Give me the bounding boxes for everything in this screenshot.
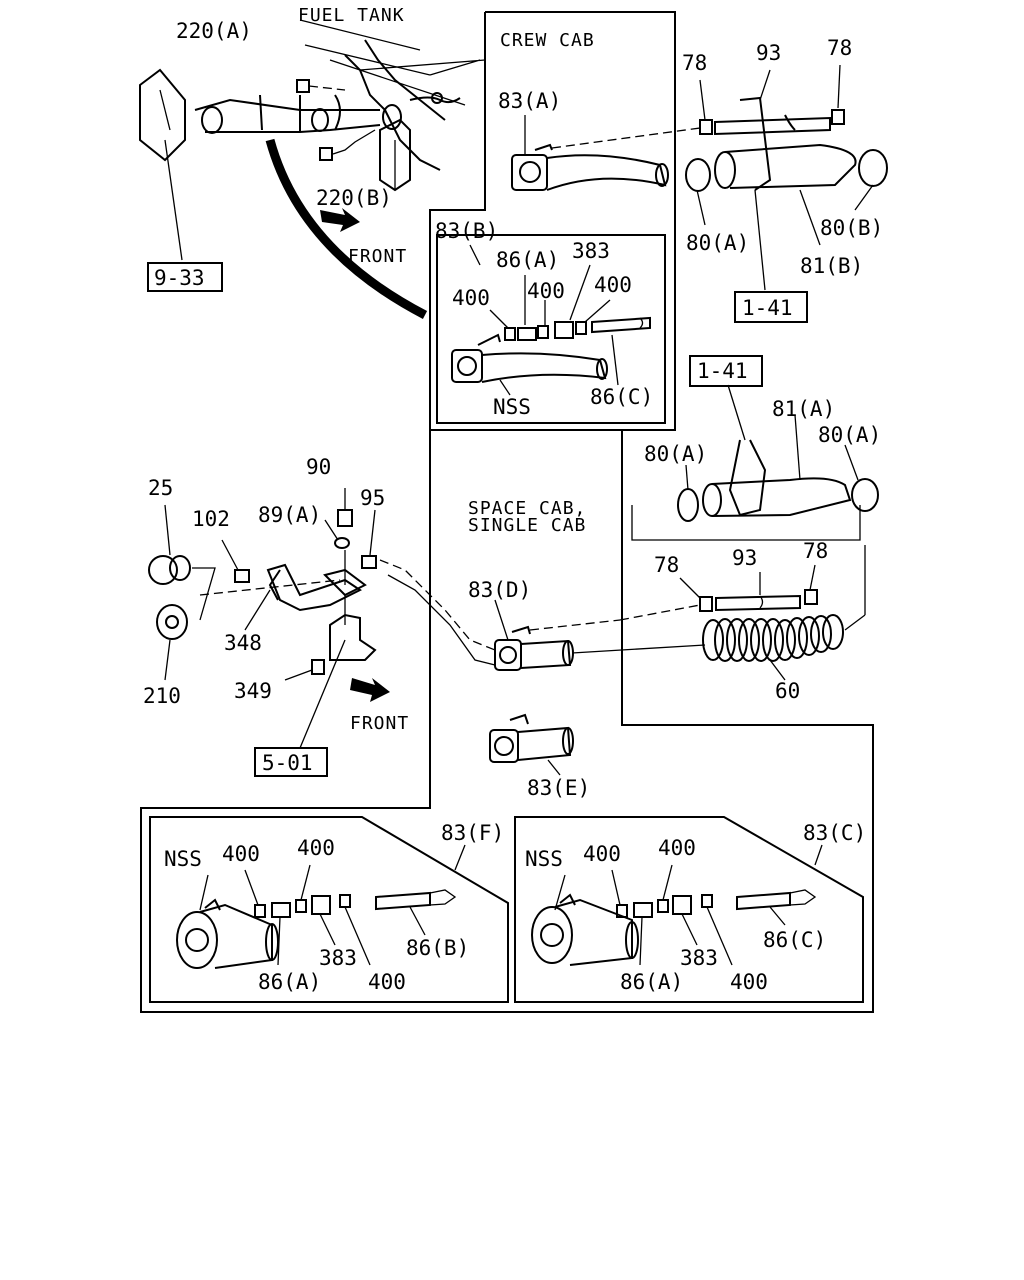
detail-83f — [176, 844, 466, 969]
label-83f: 83(F) — [441, 821, 504, 845]
label-400-83b-2: 400 — [527, 279, 565, 303]
label-83e: 83(E) — [527, 776, 590, 800]
front-label-mid: FRONT — [350, 713, 409, 734]
label-86b-83f: 86(B) — [406, 936, 469, 960]
space-cab-parts — [379, 545, 866, 776]
label-383-83f: 383 — [319, 946, 357, 970]
section-frames — [140, 11, 874, 1013]
label-210: 210 — [143, 684, 181, 708]
label-nss-83f: NSS — [164, 847, 202, 871]
label-78-space-right: 78 — [803, 539, 828, 563]
front-label-top: FRONT — [348, 246, 407, 267]
label-400-83b-3: 400 — [594, 273, 632, 297]
heading-fuel-tank: FUEL TANK — [298, 5, 405, 26]
label-383-83c: 383 — [680, 946, 718, 970]
label-nss-83b: NSS — [493, 395, 531, 419]
label-nss-83c: NSS — [525, 847, 563, 871]
text-labels: FUEL TANK CREW CAB SPACE CAB, SINGLE CAB… — [143, 5, 883, 994]
ref-1-41-crew: 1-41 — [742, 296, 793, 320]
label-400-83b-1: 400 — [452, 286, 490, 310]
label-81b: 81(B) — [800, 254, 863, 278]
crew-cab-parts — [511, 64, 888, 291]
label-400-83f-2: 400 — [297, 836, 335, 860]
pipe-81a-area — [677, 384, 879, 522]
label-80a-crew: 80(A) — [686, 231, 749, 255]
label-25: 25 — [148, 476, 173, 500]
label-400-83c-2: 400 — [658, 836, 696, 860]
label-86a-83c: 86(A) — [620, 970, 683, 994]
label-95: 95 — [360, 486, 385, 510]
label-89a: 89(A) — [258, 503, 321, 527]
label-86c-83c: 86(C) — [763, 928, 826, 952]
label-400-83f-1: 400 — [222, 842, 260, 866]
label-102: 102 — [192, 507, 230, 531]
heading-space-cab: SPACE CAB, — [468, 498, 586, 519]
label-348: 348 — [224, 631, 262, 655]
label-349: 349 — [234, 679, 272, 703]
label-220b: 220(B) — [316, 186, 392, 210]
label-93-space: 93 — [732, 546, 757, 570]
label-400-83c-1: 400 — [583, 842, 621, 866]
detail-83b — [451, 244, 651, 396]
ref-9-33: 9-33 — [154, 266, 205, 290]
label-83b: 83(B) — [435, 219, 498, 243]
label-400-83f-3: 400 — [368, 970, 406, 994]
label-90: 90 — [306, 455, 331, 479]
label-383-83b: 383 — [572, 239, 610, 263]
label-81a: 81(A) — [772, 397, 835, 421]
label-78-crew-left: 78 — [682, 51, 707, 75]
bracket-area — [148, 488, 390, 749]
label-93-crew: 93 — [756, 41, 781, 65]
label-80b: 80(B) — [820, 216, 883, 240]
bellows-60 — [702, 614, 844, 662]
label-78-crew-right: 78 — [827, 36, 852, 60]
heading-single-cab: SINGLE CAB — [468, 515, 586, 536]
label-86c-83b: 86(C) — [590, 385, 653, 409]
heading-crew-cab: CREW CAB — [500, 30, 595, 51]
label-60: 60 — [775, 679, 800, 703]
ref-5-01: 5-01 — [262, 751, 313, 775]
label-86a-83b: 86(A) — [496, 248, 559, 272]
reference-boxes — [147, 262, 808, 777]
detail-83c — [531, 844, 823, 966]
fuel-tank-area — [139, 19, 486, 319]
label-80a-space-left: 80(A) — [644, 442, 707, 466]
label-78-space-left: 78 — [654, 553, 679, 577]
label-83d: 83(D) — [468, 578, 531, 602]
label-83c: 83(C) — [803, 821, 866, 845]
label-83a: 83(A) — [498, 89, 561, 113]
label-400-83c-3: 400 — [730, 970, 768, 994]
label-80a-space-right: 80(A) — [818, 423, 881, 447]
ref-1-41-space: 1-41 — [697, 359, 748, 383]
label-86a-83f: 86(A) — [258, 970, 321, 994]
label-220a: 220(A) — [176, 19, 252, 43]
